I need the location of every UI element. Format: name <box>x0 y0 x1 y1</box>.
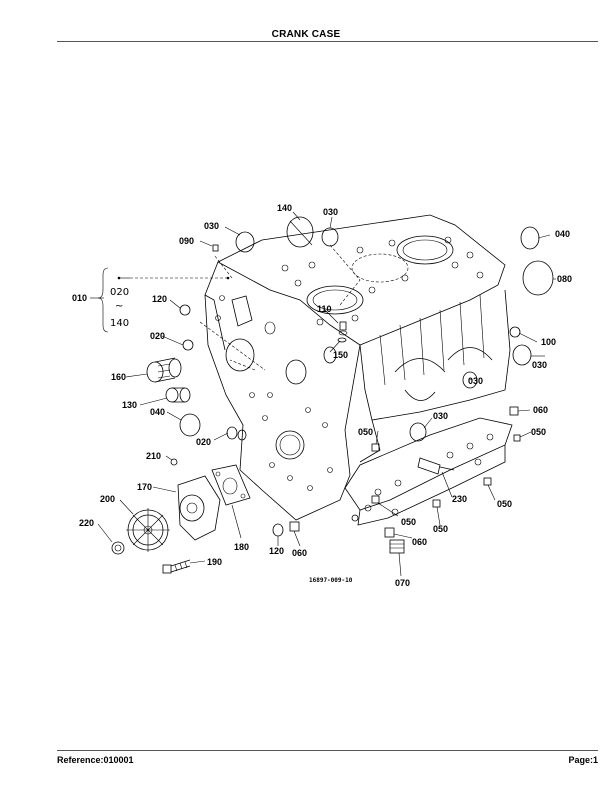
bolt-050-lowest <box>432 499 441 508</box>
bolt-050-mid <box>371 443 380 452</box>
callout-130: 130 <box>122 400 137 410</box>
gasket-180 <box>211 464 251 506</box>
pin-020-left <box>182 339 194 351</box>
assembly-bracket-010 <box>97 267 109 333</box>
callout-020-left: 020 <box>150 331 165 341</box>
callout-050-lower: 050 <box>401 517 416 527</box>
pin-210 <box>170 458 178 466</box>
bolt-050-lower <box>371 495 380 504</box>
callout-050-lowest: 050 <box>433 524 448 534</box>
pin-100 <box>509 326 521 338</box>
plug-030-mid <box>462 371 478 389</box>
callout-150: 150 <box>333 350 348 360</box>
pipe-130 <box>165 387 191 403</box>
bolt-190 <box>162 559 191 574</box>
plug-060-low <box>384 527 395 538</box>
callout-020-bracket: 020 <box>110 287 129 298</box>
callout-200: 200 <box>100 494 115 504</box>
plug-060-bottom <box>289 521 300 532</box>
plug-030-right <box>512 344 532 366</box>
pin-020-bottom-small <box>351 514 359 522</box>
plug-040-left <box>179 413 201 437</box>
footer-divider <box>57 750 598 751</box>
bolt-050-right <box>513 434 521 442</box>
plug-030-left <box>235 231 255 253</box>
callout-220: 220 <box>79 518 94 528</box>
plug-110 <box>338 321 348 336</box>
sensor-230 <box>417 457 455 475</box>
callout-100: 100 <box>541 337 556 347</box>
plug-030-lower <box>409 422 427 442</box>
pin-090 <box>212 244 219 252</box>
callout-080: 080 <box>557 274 572 284</box>
callout-010: 010 <box>72 293 87 303</box>
reference-label: Reference:010001 <box>57 755 134 765</box>
figure-number: 16897-009-10 <box>309 577 353 584</box>
callout-140-top: 140 <box>277 203 292 213</box>
callout-230: 230 <box>452 494 467 504</box>
bolt-050-bottom <box>483 477 492 486</box>
callout-060-right: 060 <box>533 405 548 415</box>
oil-pump-170 <box>177 475 221 541</box>
ring-150 <box>337 337 347 343</box>
callout-140-bracket: 140 <box>110 318 129 329</box>
bracket-tilde: ~ <box>115 301 123 312</box>
plug-080 <box>522 260 554 296</box>
callout-040-right: 040 <box>555 229 570 239</box>
page-title: CRANK CASE <box>271 29 341 40</box>
callout-180: 180 <box>234 542 249 552</box>
callout-060-low: 060 <box>412 537 427 547</box>
callout-160: 160 <box>111 372 126 382</box>
plug-060-right <box>509 406 519 416</box>
callout-050-right: 050 <box>531 427 546 437</box>
plug-070 <box>389 539 405 554</box>
callout-210: 210 <box>146 451 161 461</box>
callout-120-bottom: 120 <box>269 546 284 556</box>
bush-120-left <box>179 304 191 316</box>
crank-case-block <box>130 214 513 526</box>
header-divider <box>57 41 598 42</box>
bushing-160 <box>146 357 182 383</box>
leader-lines <box>90 211 556 577</box>
callout-110: 110 <box>317 304 332 314</box>
callout-030-mid: 030 <box>468 376 483 386</box>
plug-140-top <box>286 216 314 248</box>
callout-030-top: 030 <box>323 207 338 217</box>
callout-060-bottom: 060 <box>292 548 307 558</box>
gear-220 <box>111 541 125 555</box>
callout-030-left: 030 <box>204 221 219 231</box>
callout-030-lower: 030 <box>433 411 448 421</box>
callout-050-bottom: 050 <box>497 499 512 509</box>
callout-120-left: 120 <box>152 294 167 304</box>
callout-030-right: 030 <box>532 360 547 370</box>
gear-200 <box>126 508 170 552</box>
callout-170: 170 <box>137 482 152 492</box>
callout-090: 090 <box>179 236 194 246</box>
page-number: Page:1 <box>568 755 598 765</box>
plug-030-top <box>321 227 339 247</box>
callout-020-mid: 020 <box>196 437 211 447</box>
callout-040-left: 040 <box>150 407 165 417</box>
callout-050-mid: 050 <box>358 427 373 437</box>
plug-040-right <box>520 226 540 250</box>
callout-190: 190 <box>207 557 222 567</box>
bush-120-bottom <box>272 523 284 537</box>
pin-020-mid <box>226 426 247 441</box>
callout-070: 070 <box>395 578 410 588</box>
